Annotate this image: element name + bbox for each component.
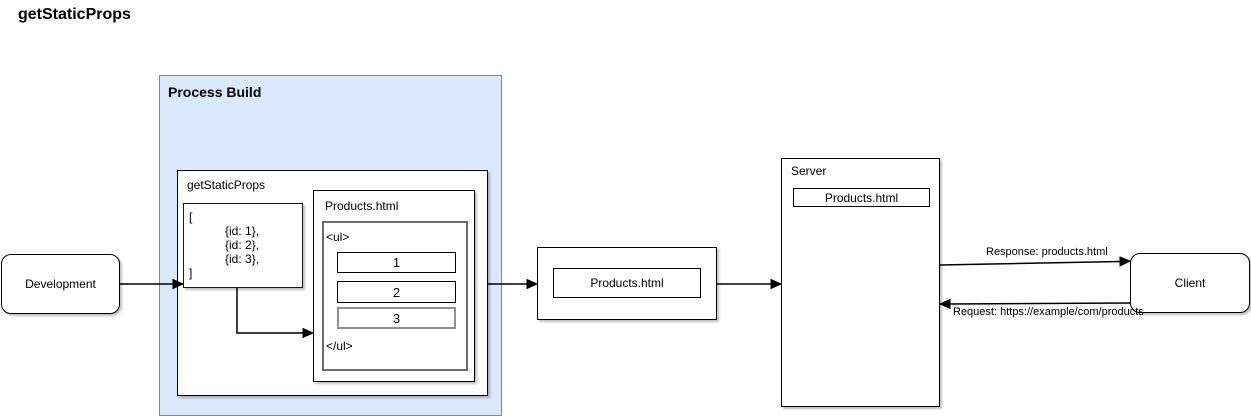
arrow-server-response-to-client	[939, 256, 1132, 267]
development-node: Development	[1, 254, 120, 314]
ul-close-tag: </ul>	[326, 339, 353, 353]
code-line: {id: 1},	[225, 224, 260, 238]
ul-open-tag: <ul>	[326, 230, 350, 244]
list-item-3: 3	[337, 307, 456, 329]
process-build-label: Process Build	[168, 84, 262, 100]
client-node: Client	[1130, 253, 1250, 313]
response-arrow-label: Response: products.html	[986, 246, 1108, 258]
server-label: Server	[791, 164, 827, 178]
list-item-1: 1	[337, 252, 456, 273]
page-title: getStaticProps	[18, 6, 131, 23]
get-static-props-label: getStaticProps	[187, 178, 266, 192]
server-file-box: Products.html	[793, 188, 930, 207]
arrow-output-to-server	[717, 278, 783, 290]
code-open-bracket: [	[189, 210, 193, 224]
code-close-bracket: ]	[189, 266, 193, 280]
list-item-2: 2	[337, 281, 456, 303]
build-output-file: Products.html	[553, 268, 701, 298]
props-array-code-box: [ {id: 1}, {id: 2}, {id: 3}, ]	[183, 203, 303, 288]
code-line: {id: 2},	[225, 238, 260, 252]
request-arrow-label: Request: https://example/com/products	[953, 306, 1144, 318]
products-html-label: Products.html	[325, 199, 399, 213]
code-line: {id: 3},	[225, 252, 260, 266]
